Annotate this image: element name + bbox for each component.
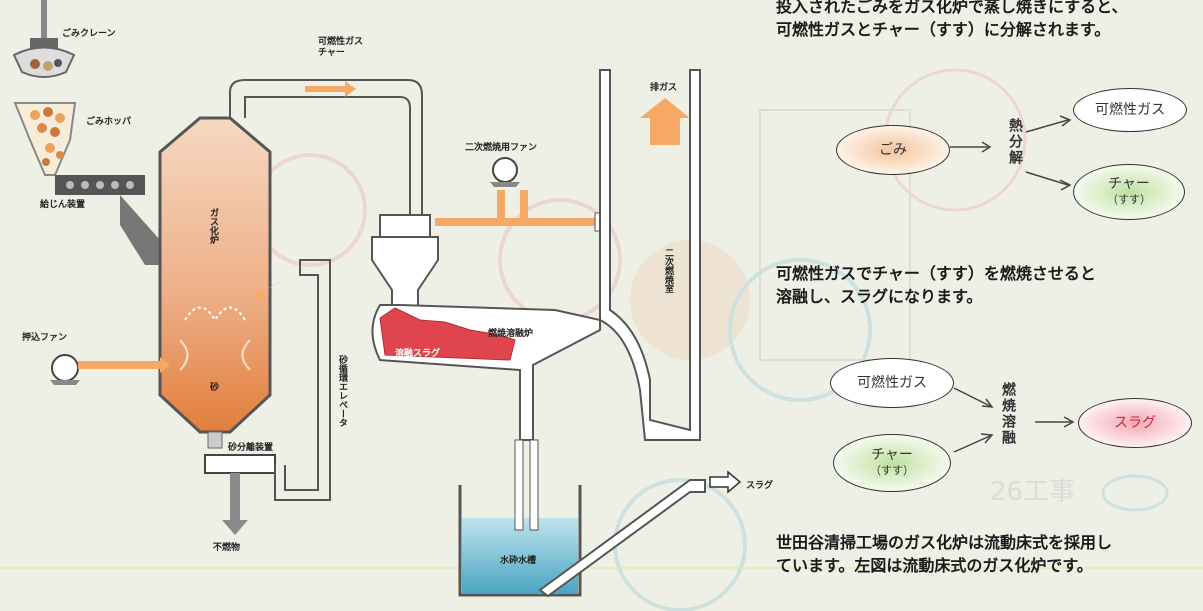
gas-duct [229, 79, 423, 215]
gasifier-furnace [158, 116, 272, 449]
label-crane: ごみクレーン [62, 29, 116, 39]
flow2-in-char: チャー （すす） [833, 434, 951, 492]
label-slag-out: スラグ [746, 481, 774, 491]
flow1-out2-sub: （すす） [1107, 193, 1151, 206]
flow1-out-char: チャー （すす） [1073, 164, 1185, 220]
exhaust-arrow [640, 98, 690, 145]
sand-separator [204, 454, 276, 535]
water-quench-tank [458, 439, 742, 598]
label-noncombustible: 不燃物 [213, 543, 241, 553]
label-melting-furnace: 燃焼溶融炉 [488, 329, 534, 339]
label-gasifier: ガス化炉 [208, 208, 218, 244]
flow1-out2-text: チャー [1108, 176, 1150, 192]
flow2-in2-sub: （すす） [870, 464, 914, 477]
flow2-arrows [953, 387, 1075, 453]
secondary-air-fan [435, 157, 602, 232]
flow1-process: 熱分解 [1007, 118, 1023, 166]
label-sand-elevator: 砂循環エレベータ [337, 355, 347, 427]
label-molten-slag: 溶融スラグ [395, 349, 441, 359]
label-sand: 砂 [210, 383, 220, 393]
label-push-fan: 押込ファン [22, 333, 68, 343]
svg-text:26工事: 26工事 [990, 477, 1075, 507]
flow1-input-garbage: ごみ [836, 125, 950, 175]
flow1-out-flammable-gas: 可燃性ガス [1073, 88, 1187, 132]
background-watermark: 26工事 [253, 68, 1169, 611]
sand-return-arrow [255, 275, 295, 298]
label-secondary-combustion: 二次燃焼室 [663, 248, 673, 293]
garbage-crane [12, 0, 76, 78]
flow2-in2-text: チャー [871, 447, 913, 463]
label-flammable-gas-char: 可燃性ガス チャー [318, 37, 364, 58]
explain-para1-line1: 投入されたごみをガス化炉で蒸し焼きにすると、 [776, 0, 1128, 16]
secondary-combustion-chamber [599, 69, 701, 441]
flow2-process: 燃焼溶融 [1000, 382, 1016, 446]
explain-para3-line1: 世田谷清掃工場のガス化炉は流動床式を採用し [776, 533, 1113, 552]
label-water-tank: 水砕水槽 [500, 556, 537, 566]
garbage-hopper [13, 102, 77, 176]
label-sand-separator: 砂分離装置 [228, 443, 274, 453]
flow1-input-text: ごみ [879, 142, 907, 158]
label-hopper: ごみホッパ [86, 117, 132, 127]
label-exhaust-gas: 排ガス [650, 83, 678, 93]
melting-furnace [371, 304, 601, 441]
flow1-arrows [950, 115, 1072, 191]
flow2-out-text: スラグ [1114, 415, 1156, 431]
explain-para2-line2: 溶融し、スラグになります。 [776, 287, 983, 306]
explain-para2-line1: 可燃性ガスでチャー（すす）を燃焼させると [776, 264, 1096, 283]
feeder-chute [55, 175, 160, 265]
flow2-in-flammable-gas: 可燃性ガス [830, 358, 954, 408]
gas-flow-arrow [305, 81, 356, 97]
push-fan [50, 354, 170, 385]
explain-para1-line2: 可燃性ガスとチャー（すす）に分解されます。 [776, 20, 1111, 39]
cyclone [371, 214, 439, 309]
flow1-out1-text: 可燃性ガス [1095, 102, 1165, 118]
label-feeder: 給じん装置 [40, 200, 86, 210]
explain-para3-line2: ています。左図は流動床式のガス化炉です。 [776, 556, 1093, 575]
sand-elevator [274, 259, 331, 501]
flow2-in1-text: 可燃性ガス [857, 375, 927, 391]
flow2-out-slag: スラグ [1078, 398, 1192, 448]
label-secondary-fan: 二次燃焼用ファン [465, 143, 538, 153]
